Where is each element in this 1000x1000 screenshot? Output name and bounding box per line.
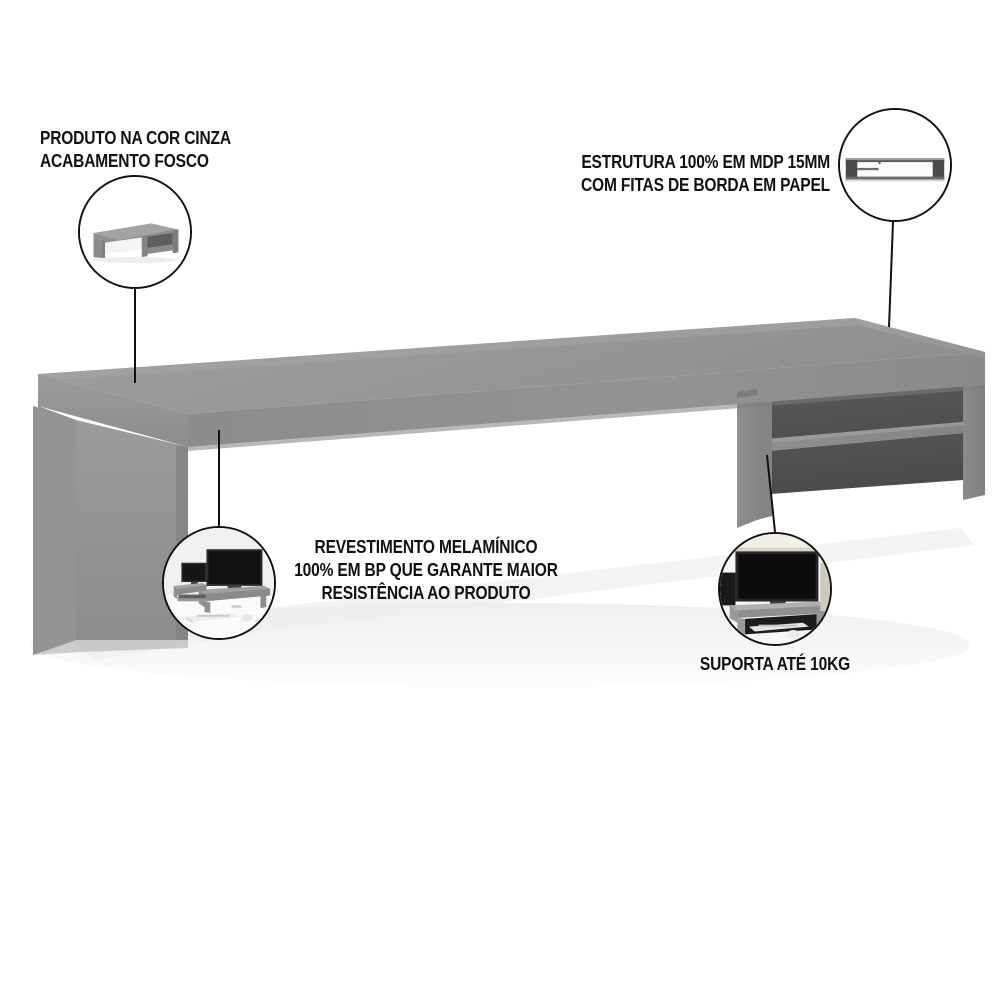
callout-text-line: REVESTIMENTO MELAMÍNICO bbox=[314, 536, 538, 557]
desk-setup-two-monitors-icon bbox=[164, 528, 274, 638]
divider-top-shadow bbox=[737, 389, 757, 398]
monitor-stand-gray-perspective-icon bbox=[80, 177, 190, 287]
callout-text-line: RESISTÊNCIA AO PRODUTO bbox=[321, 582, 531, 603]
callout-text-line: COM FITAS DE BORDA EM PAPEL bbox=[580, 174, 830, 195]
monitor-stand-front-elevation-icon bbox=[840, 110, 950, 220]
callout-text-line: ESTRUTURA 100% EM MDP 15MM bbox=[581, 151, 830, 172]
product-top-right-edge bbox=[855, 318, 985, 358]
product-top-front-edge bbox=[38, 352, 985, 451]
callout-text-line: SUPORTA ATÉ 10KG bbox=[699, 653, 851, 674]
callout-text-estrutura-mdp: ESTRUTURA 100% EM MDP 15MM COM FITAS DE … bbox=[544, 150, 830, 196]
product-top-surface bbox=[38, 318, 985, 414]
callout-text-line: PRODUTO NA COR CINZA bbox=[40, 127, 231, 148]
monitor-on-stand-closeup-icon bbox=[720, 534, 830, 644]
callout-circle-cor-cinza bbox=[78, 175, 192, 289]
product-left-leg bbox=[33, 374, 188, 655]
callout-text-line: ACABAMENTO FOSCO bbox=[40, 150, 209, 171]
product-middle-shelf bbox=[756, 422, 966, 452]
callout-circle-estrutura-mdp bbox=[838, 108, 952, 222]
callout-text-line: 100% EM BP QUE GARANTE MAIOR bbox=[294, 559, 558, 580]
product-center-divider bbox=[737, 387, 772, 528]
callout-text-revestimento: REVESTIMENTO MELAMÍNICO 100% EM BP QUE G… bbox=[283, 535, 569, 604]
product-right-leg bbox=[945, 352, 985, 508]
callout-text-cor-cinza: PRODUTO NA COR CINZA ACABAMENTO FOSCO bbox=[40, 126, 317, 172]
callout-circle-suporta-10kg bbox=[718, 532, 832, 646]
callout-text-suporta-10kg: SUPORTA ATÉ 10KG bbox=[653, 652, 897, 675]
callout-circle-revestimento bbox=[162, 526, 276, 640]
